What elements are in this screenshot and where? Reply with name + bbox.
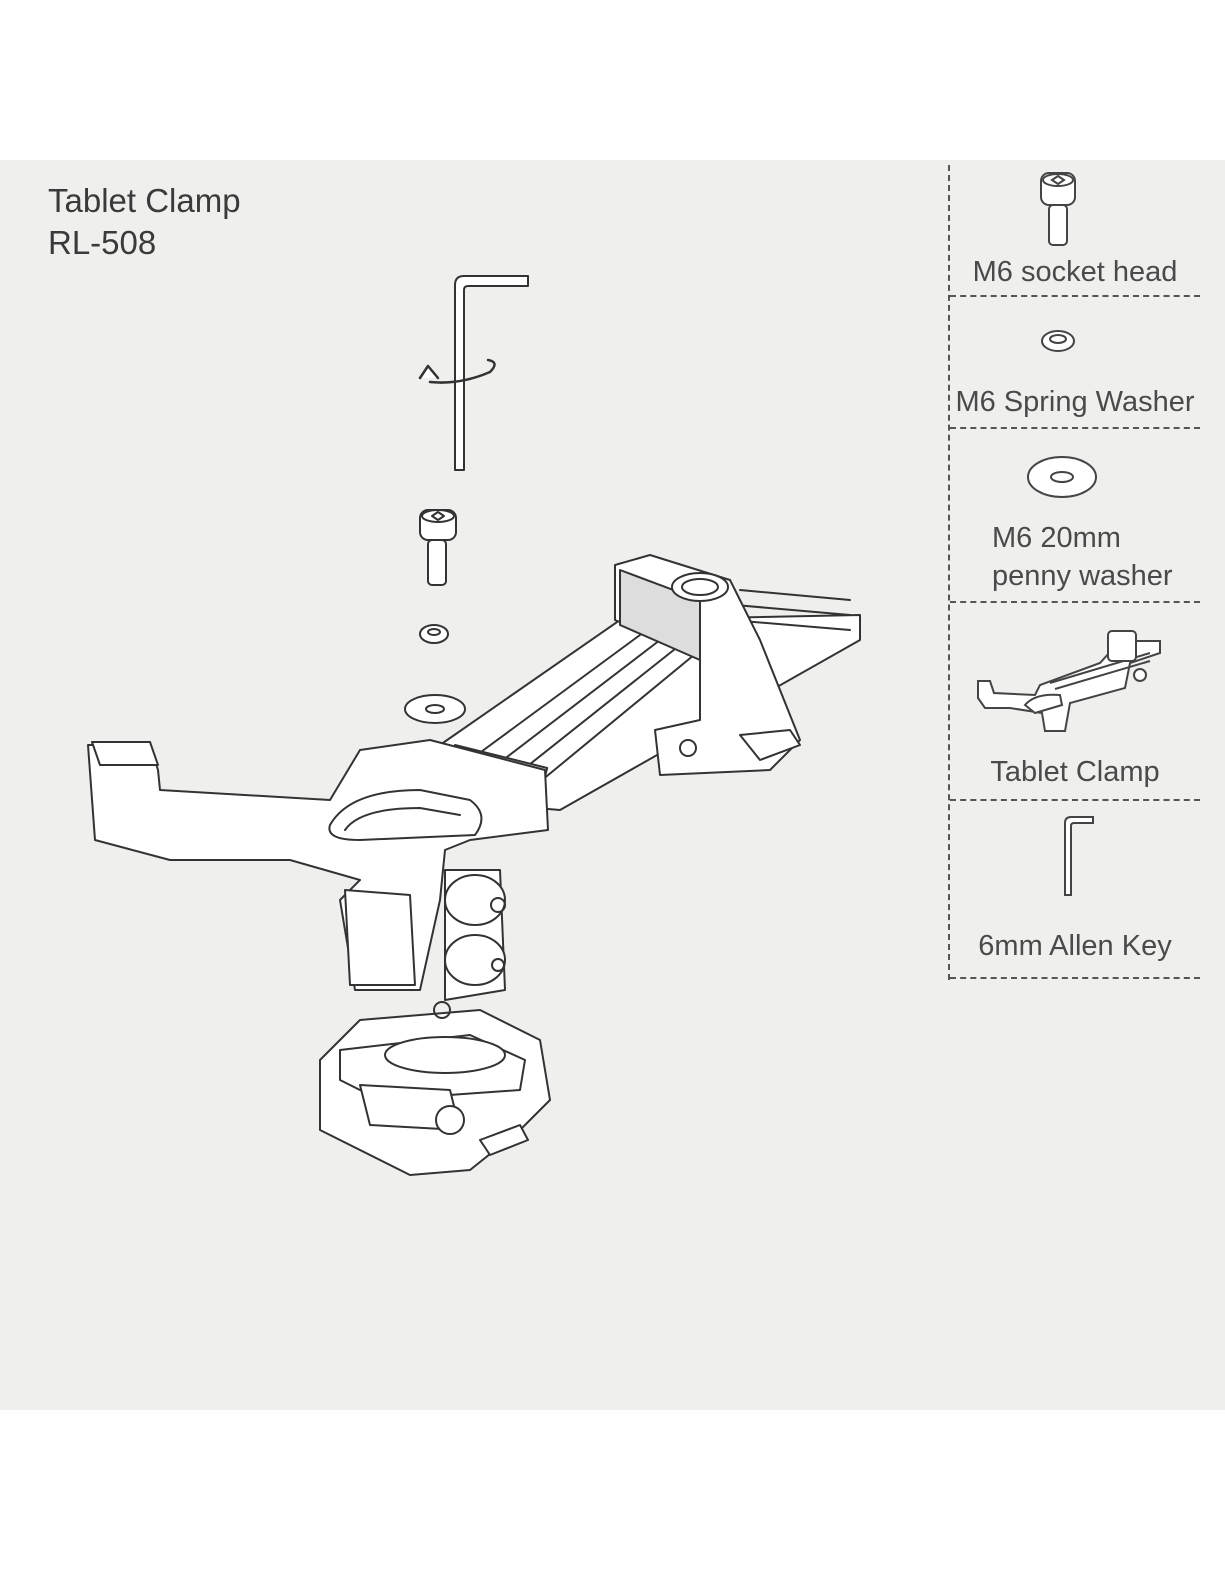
penny-washer-icon [950,449,1200,509]
spring-washer-icon [420,625,448,643]
allen-key-icon [455,276,528,470]
part-label: M6 socket head [950,253,1200,291]
part-label: Tablet Clamp [950,753,1200,791]
part-label: 6mm Allen Key [950,927,1200,965]
part-label: M6 Spring Washer [950,383,1200,421]
part-penny-washer: M6 20mm penny washer [950,429,1200,603]
part-label-line2: penny washer [992,557,1225,595]
allen-key-icon [950,815,1200,905]
part-allen-key: 6mm Allen Key [950,801,1200,979]
tablet-clamp-assembly [88,555,860,1175]
socket-head-bolt-icon [420,510,456,585]
socket-head-bolt-icon [950,165,1200,255]
tablet-clamp-icon [950,613,1200,743]
part-label-line1: M6 20mm [992,519,1225,557]
part-socket-head: M6 socket head [950,165,1200,297]
part-spring-washer: M6 Spring Washer [950,297,1200,429]
penny-washer-icon [405,695,465,723]
part-tablet-clamp: Tablet Clamp [950,603,1200,801]
parts-list: M6 socket head M6 Spring Washer M6 20mm … [948,165,1200,980]
spring-washer-icon [950,317,1200,377]
